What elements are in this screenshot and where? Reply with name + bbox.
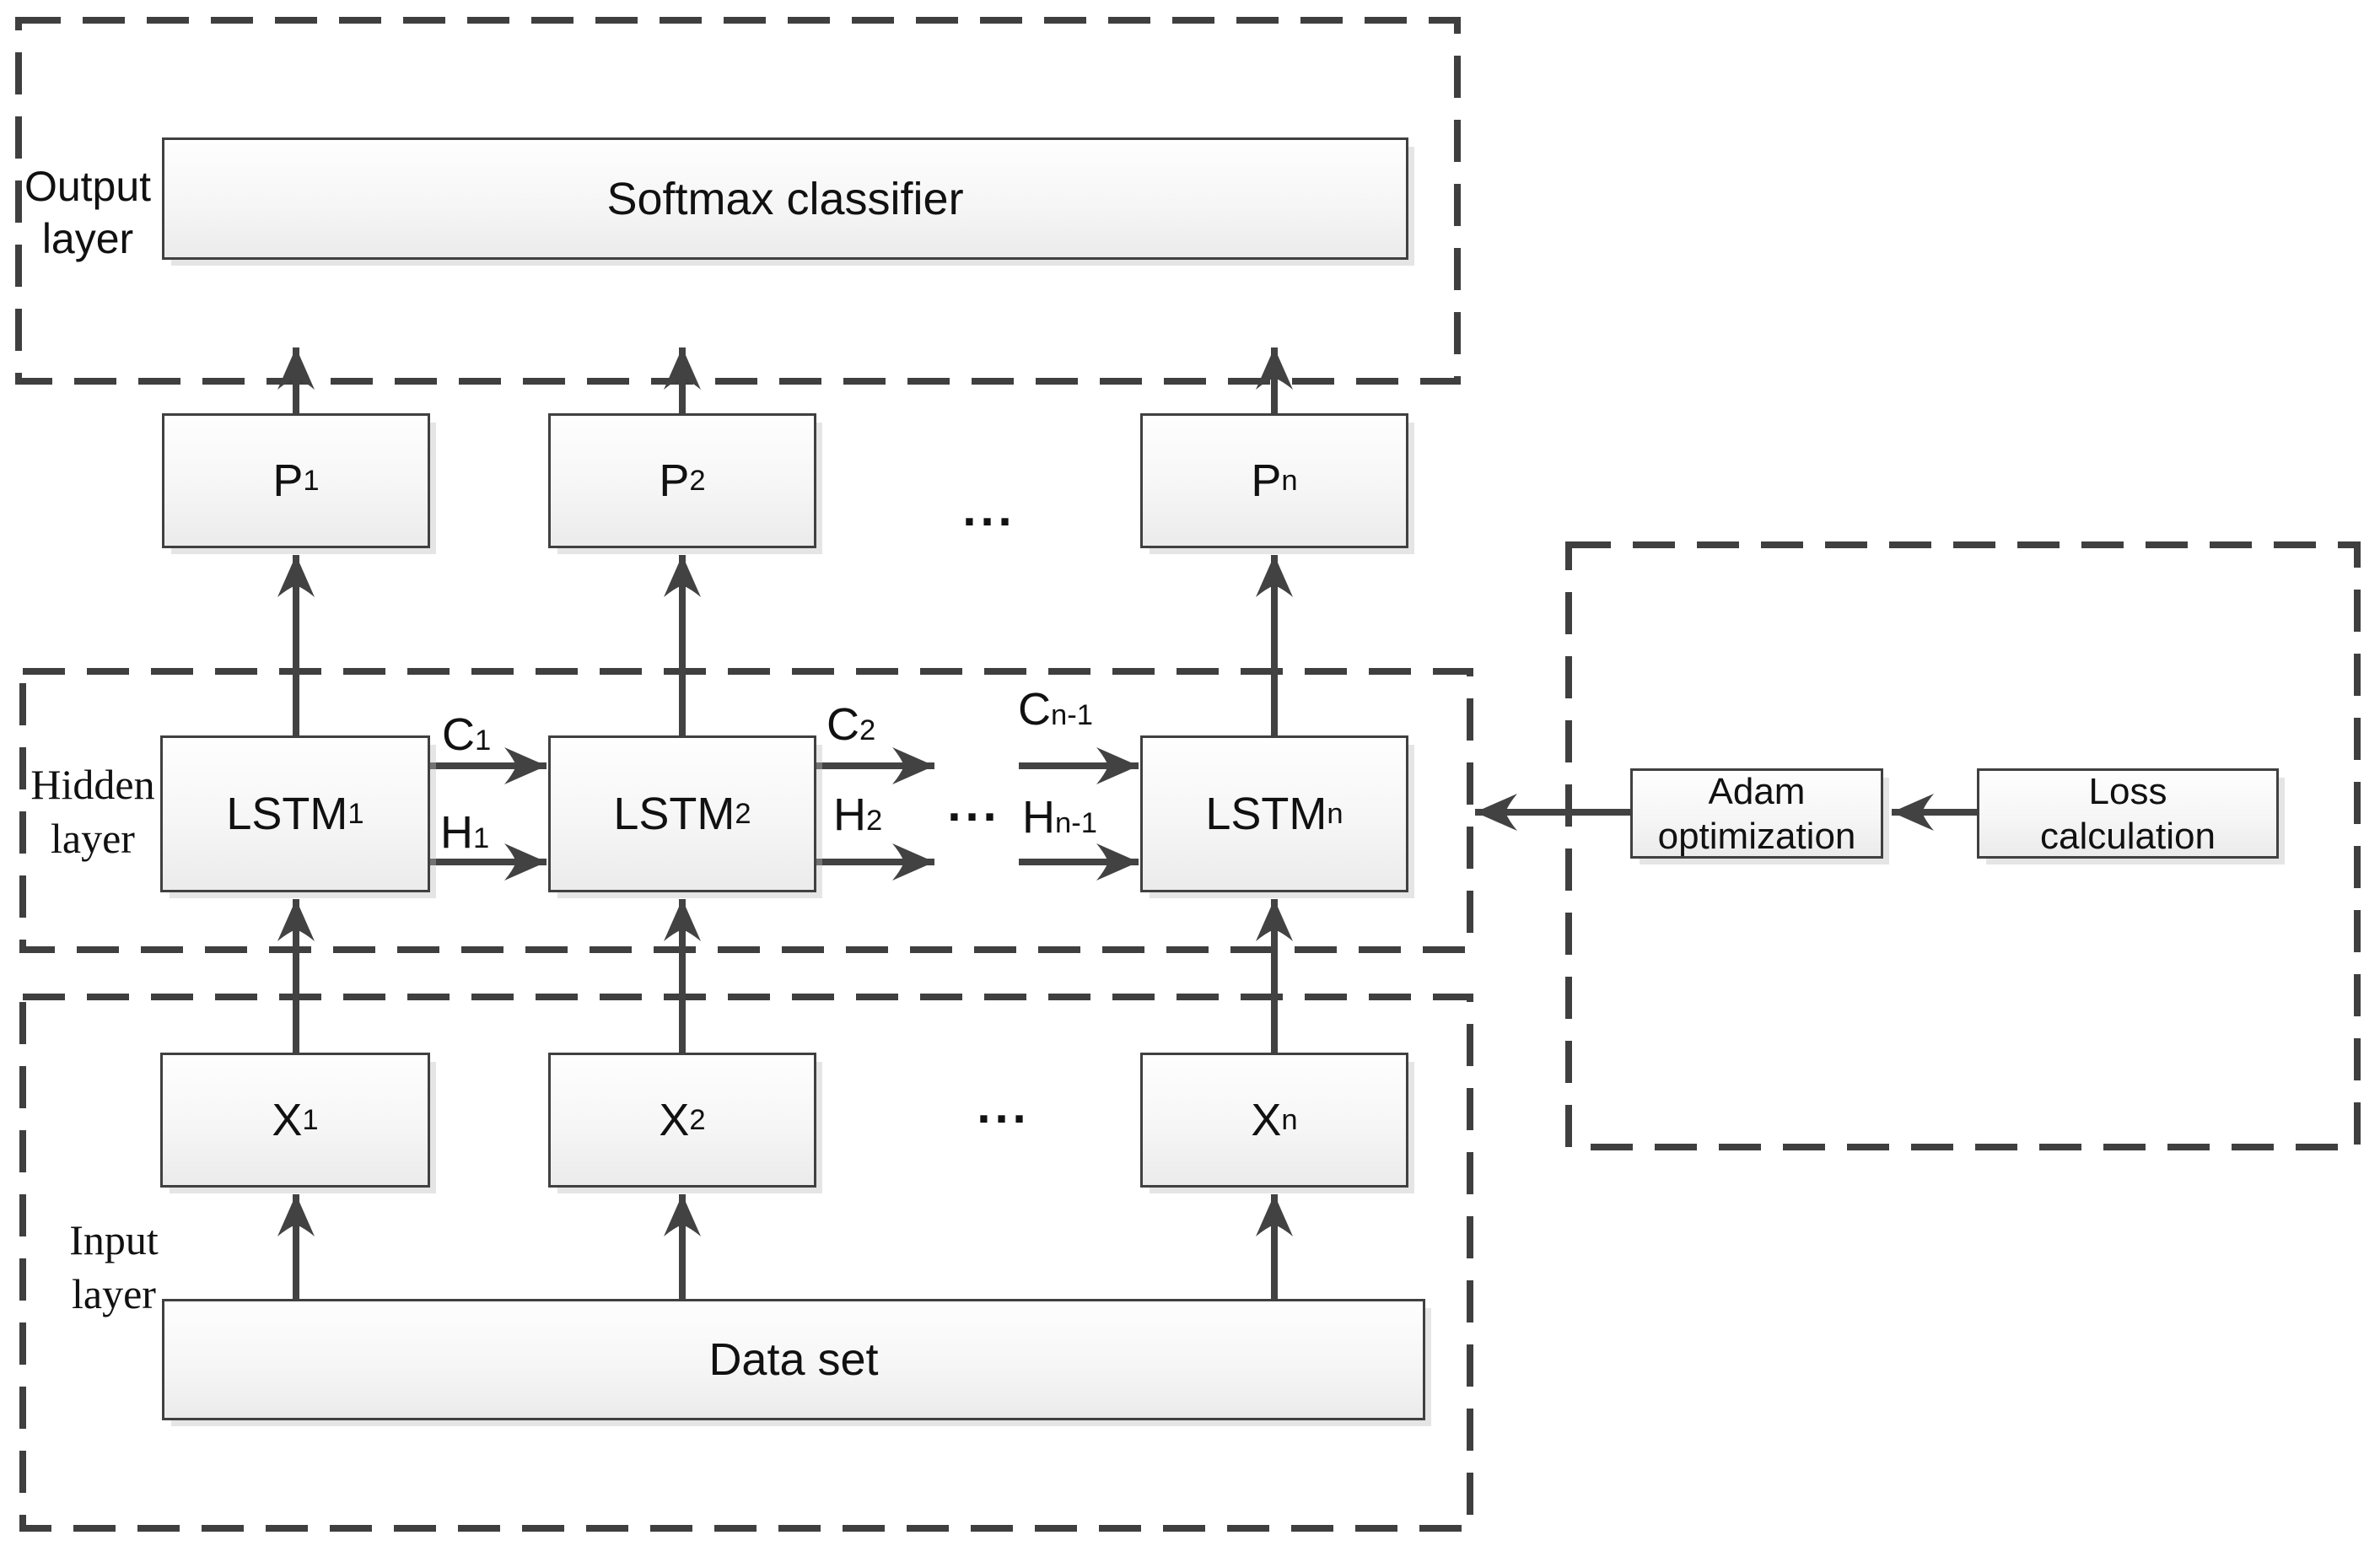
output-layer-label-line1: Output: [24, 163, 152, 210]
h1-edge-label: H1: [440, 810, 489, 855]
input-layer-frame: [19, 994, 1473, 1532]
hn-1-main: H: [1022, 792, 1055, 843]
x1-subscript: 1: [302, 1103, 319, 1136]
c2-edge-label: C2: [827, 702, 875, 747]
xn-label: X: [1251, 1095, 1282, 1145]
cn-1-main: C: [1018, 684, 1051, 735]
h2-main: H: [833, 789, 866, 840]
lstm2-subscript: 2: [735, 797, 751, 830]
hidden-layer-frame: [19, 668, 1473, 953]
lstm1-label: LSTM: [226, 789, 348, 839]
x1-label: X: [272, 1095, 303, 1145]
hidden-layer-label-line2: layer: [51, 815, 135, 862]
p1-subscript: 1: [303, 464, 320, 497]
p2-subscript: 2: [689, 464, 706, 497]
h1-main: H: [440, 807, 473, 858]
hidden-layer-label-line1: Hidden: [30, 761, 155, 808]
c2-main: C: [827, 699, 859, 750]
output-layer-label-line2: layer: [41, 215, 134, 262]
hidden-row-ellipsis: ...: [947, 777, 1001, 832]
p1-label: P: [272, 455, 304, 506]
loss-box-line1: Loss: [2088, 770, 2167, 812]
softmax-classifier-label: Softmax classifier: [606, 173, 964, 224]
lstm2-label: LSTM: [613, 789, 735, 839]
training-loop-frame: [1565, 541, 2361, 1150]
x2-subscript: 2: [689, 1103, 706, 1136]
c1-sub: 1: [475, 725, 492, 757]
c1-main: C: [442, 709, 475, 760]
h2-sub: 2: [866, 805, 883, 837]
pn-label: P: [1251, 455, 1282, 506]
h2-edge-label: H2: [833, 792, 882, 838]
adam-box-line2: optimization: [1657, 815, 1856, 857]
c2-sub: 2: [859, 714, 876, 746]
hn-1-sub: n-1: [1055, 807, 1097, 839]
softmax-classifier-box: Softmax classifier: [162, 137, 1408, 260]
input-layer-label: Input layer: [46, 1213, 181, 1321]
p2-label: P: [659, 455, 690, 506]
output-layer-label: Output layer: [15, 160, 160, 265]
c1-edge-label: C1: [442, 712, 491, 757]
xn-subscript: n: [1281, 1103, 1298, 1136]
output-layer-frame: [15, 17, 1461, 385]
cn-1-edge-label: Cn-1: [1018, 687, 1093, 732]
loss-calculation-box: Loss calculation: [1977, 768, 2279, 859]
cn-1-sub: n-1: [1051, 699, 1093, 731]
hidden-layer-label: Hidden layer: [19, 757, 167, 865]
lstmn-label: LSTM: [1205, 789, 1327, 839]
lstmn-subscript: n: [1327, 797, 1343, 830]
input-layer-label-line1: Input: [69, 1216, 159, 1263]
loss-box-line2: calculation: [2040, 815, 2216, 857]
x2-label: X: [659, 1095, 690, 1145]
adam-box-line1: Adam: [1708, 770, 1806, 812]
dataset-label: Data set: [708, 1334, 879, 1385]
lstm1-subscript: 1: [347, 797, 364, 830]
x-row-ellipsis: ...: [977, 1079, 1031, 1134]
h1-sub: 1: [473, 822, 490, 854]
dataset-box: Data set: [162, 1299, 1425, 1420]
adam-optimization-box: Adam optimization: [1630, 768, 1883, 859]
input-layer-label-line2: layer: [72, 1270, 156, 1317]
p-row-ellipsis: ...: [962, 482, 1016, 536]
pn-subscript: n: [1281, 464, 1298, 497]
hn-1-edge-label: Hn-1: [1022, 795, 1097, 840]
